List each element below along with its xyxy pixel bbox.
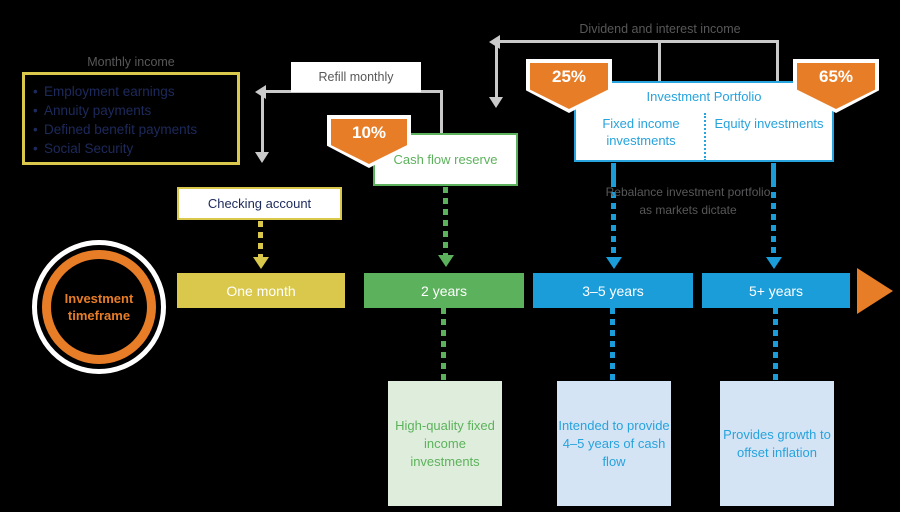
bullet-icon: •	[33, 84, 38, 99]
checking-to-timeline-arrowhead-icon	[253, 257, 269, 269]
monthly-income-title: Monthly income	[87, 55, 175, 69]
bullet-icon: •	[33, 122, 38, 137]
dividend-and-interest-income-label: Dividend and interest income	[579, 21, 741, 36]
monthly-income-item-2: Defined benefit payments	[44, 122, 198, 137]
timeline-end-arrow-icon	[857, 268, 893, 314]
monthly-income-down-arrowhead-icon	[255, 152, 269, 163]
note-box-high-quality-fixed-income: High-quality fixed income investments	[388, 381, 502, 506]
monthly-income-list: • Employment earnings • Annuity payments…	[33, 82, 239, 158]
monthly-income-item-1: Annuity payments	[44, 103, 152, 118]
portfolio-divider	[704, 113, 706, 161]
investment-timeframe-line2: timeframe	[67, 308, 131, 323]
list-item: • Annuity payments	[33, 101, 239, 120]
note-box-cash-flow-years: Intended to provide 4–5 years of cash fl…	[557, 381, 671, 506]
portfolio-equity-label: Equity investments	[714, 116, 824, 131]
refill-monthly-label: Refill monthly	[291, 62, 421, 92]
timeline-bar-2-years: 2 years	[364, 273, 524, 308]
monthly-income-box: • Employment earnings • Annuity payments…	[22, 72, 240, 165]
fixed-income-to-timeline-connector	[611, 181, 616, 259]
dividend-down-arrowhead-icon	[489, 97, 503, 108]
investment-timeframe-label: Investment timeframe	[42, 250, 156, 364]
reserve-to-timeline-arrowhead-icon	[438, 255, 454, 267]
fixed-income-stem	[611, 163, 616, 181]
fixed-income-to-timeline-arrowhead-icon	[606, 257, 622, 269]
checking-to-timeline-connector	[258, 221, 263, 259]
portfolio-fixed-income-label: Fixed income investments	[602, 116, 680, 148]
investment-portfolio-title: Investment Portfolio	[646, 89, 762, 104]
three-five-years-note-connector	[610, 308, 615, 380]
timeline-bar-one-month: One month	[177, 273, 345, 308]
timeline-bar-5-plus-years: 5+ years	[702, 273, 850, 308]
dividend-connector-riser-fixed-income	[658, 40, 661, 82]
note-box-growth-offset-inflation: Provides growth to offset inflation	[720, 381, 834, 506]
equity-to-timeline-connector	[771, 181, 776, 259]
bullet-icon: •	[33, 141, 38, 156]
list-item: • Defined benefit payments	[33, 120, 239, 139]
dividend-arrowhead-icon	[489, 35, 500, 49]
dividend-connector-riser-equity	[776, 40, 779, 82]
equity-to-timeline-arrowhead-icon	[766, 257, 782, 269]
investment-timeframe-line1: Investment	[64, 291, 134, 306]
dividend-connector-line	[497, 40, 779, 43]
monthly-income-item-0: Employment earnings	[44, 84, 175, 99]
monthly-income-down-connector	[261, 92, 264, 154]
list-item: • Employment earnings	[33, 82, 239, 101]
timeline-bar-3-5-years: 3–5 years	[533, 273, 693, 308]
rebalance-note: Rebalance investment portfolio as market…	[605, 185, 771, 217]
reserve-to-timeline-connector	[443, 187, 448, 257]
checking-account-box: Checking account	[177, 187, 342, 220]
two-years-note-connector	[441, 308, 446, 380]
five-plus-years-note-connector	[773, 308, 778, 380]
bullet-icon: •	[33, 103, 38, 118]
refill-monthly-arrowhead-icon	[255, 85, 266, 99]
list-item: • Social Security	[33, 139, 239, 158]
investment-timeframe-ring	[42, 250, 156, 364]
equity-stem	[771, 163, 776, 181]
monthly-income-item-3: Social Security	[44, 141, 134, 156]
dividend-down-connector	[495, 42, 498, 99]
refill-monthly-connector-riser	[440, 90, 443, 142]
investment-portfolio-box: Investment Portfolio Fixed income invest…	[574, 81, 834, 162]
